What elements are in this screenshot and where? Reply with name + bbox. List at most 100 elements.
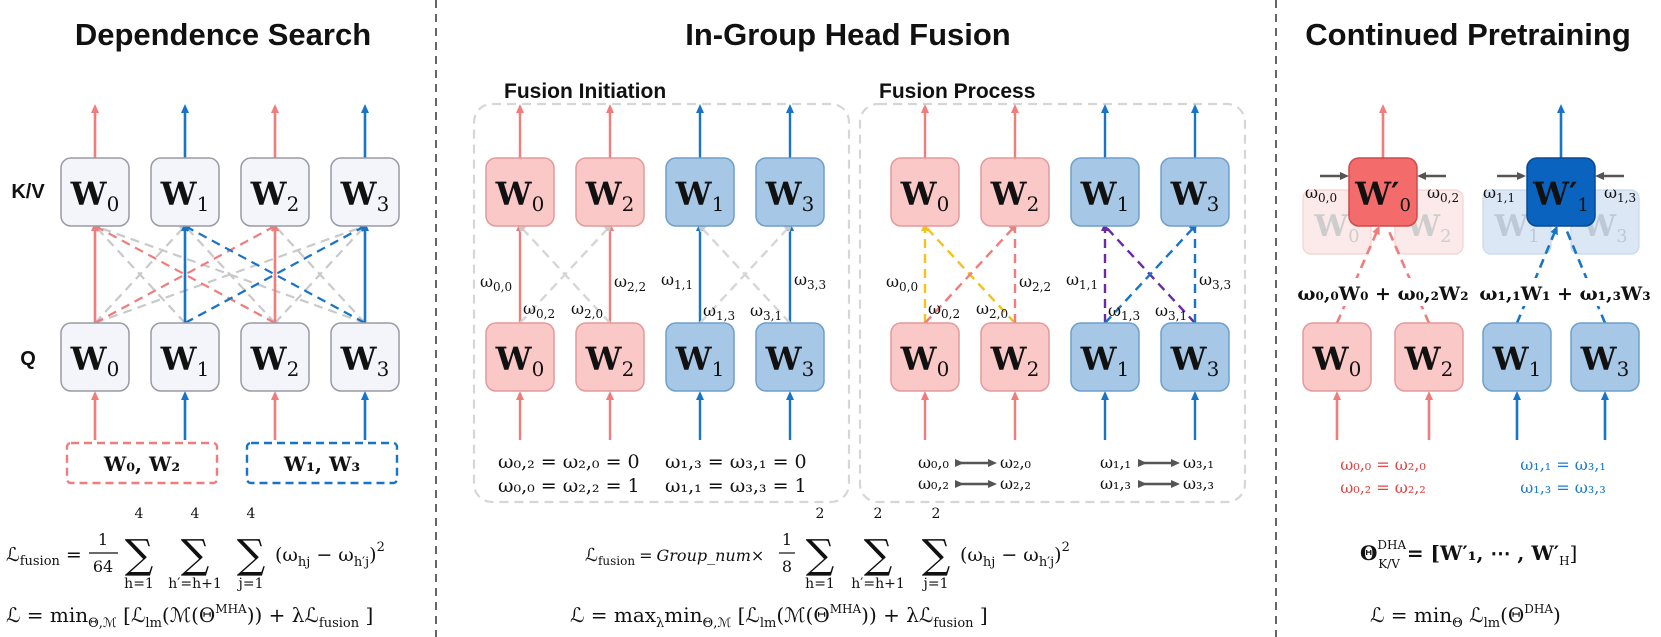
dependence-fusion-loss: ℒfusion= 1 64 4 ∑ h=1 4 ∑ h′=h+1 4 ∑ j=1…	[6, 506, 385, 592]
combo-label-b: ω₁,₁W₁ + ω₁,₃W₃	[1479, 283, 1650, 305]
eq-b1: ω₁,₁ = ω₃,₁	[1520, 455, 1606, 474]
kv-node-1: W1	[150, 157, 220, 227]
dependence-connections	[91, 223, 369, 325]
init-eq-a2: ω₀,₀ = ω₂,₂ = 1	[498, 475, 640, 497]
svg-text:ω₃,₃: ω₃,₃	[1183, 474, 1214, 493]
svg-text:ω1,3: ω1,3	[1108, 301, 1140, 323]
init-bottom-node-w1: W1	[665, 322, 735, 392]
group-box-blue: W₁, W₃	[245, 441, 399, 485]
proc-bottom-node-w3: W3	[1160, 322, 1230, 392]
fused-node-a: W′0	[1348, 157, 1418, 227]
fusion-process-frame	[858, 102, 1247, 504]
svg-text:ω₀,₂: ω₀,₂	[918, 474, 949, 493]
kv-node-3: W3	[330, 157, 400, 227]
svg-text:W2: W2	[250, 340, 300, 381]
svg-text:2: 2	[932, 506, 941, 522]
svg-text:W0: W0	[900, 175, 950, 216]
svg-text:4: 4	[135, 506, 144, 522]
panel-title-dependence: Dependence Search	[75, 17, 371, 52]
side-weight-02: ω0,2	[1427, 183, 1459, 205]
svg-text:∑: ∑	[125, 532, 154, 578]
svg-text:W3: W3	[340, 340, 390, 381]
combo-label-a: ω₀,₀W₀ + ω₀,₂W₂	[1297, 283, 1468, 305]
svg-text:1: 1	[98, 530, 108, 549]
init-top-node-w3: W3	[755, 157, 825, 227]
svg-text:2: 2	[816, 506, 825, 522]
process-connections	[921, 104, 1199, 440]
group-box-pink: W₀, W₂	[65, 441, 219, 485]
svg-text:2: 2	[874, 506, 883, 522]
proc-top-node-w2: W2	[980, 157, 1050, 227]
q-node-2: W2	[240, 322, 310, 392]
svg-text:8: 8	[782, 557, 792, 576]
fusion-loss-formula: ℒfusion=Group_num× 1 8 2 ∑ h=1 2 ∑ h′=h+…	[585, 506, 1070, 592]
svg-text:ω₂,₂: ω₂,₂	[1000, 474, 1031, 493]
panel-title-pretraining: Continued Pretraining	[1305, 17, 1631, 52]
fused-node-b: W′1	[1526, 157, 1596, 227]
svg-text:ω1,1: ω1,1	[661, 270, 693, 292]
fusion-total-loss: ℒ = maxλminΘ,ℳ [ℒlm(ℳ(ΘMHA)) + λℒfusion …	[570, 602, 988, 631]
svg-text:4: 4	[247, 506, 256, 522]
svg-text:ℒfusion=: ℒfusion=	[6, 544, 82, 569]
svg-text:ω₂,₀: ω₂,₀	[1000, 453, 1031, 472]
proc-top-node-w3: W3	[1160, 157, 1230, 227]
svg-text:∑: ∑	[806, 532, 835, 578]
panel-title-fusion: In-Group Head Fusion	[685, 17, 1011, 52]
svg-text:∑: ∑	[237, 532, 266, 578]
proc-bottom-node-w2: W2	[980, 322, 1050, 392]
dependence-total-loss: ℒ = minΘ,ℳ [ℒlm(ℳ(ΘMHA)) + λℒfusion ]	[6, 602, 373, 631]
kv-node-0: W0	[60, 157, 130, 227]
svg-text:ω0,0: ω0,0	[480, 272, 512, 294]
init-top-node-w0: W0	[485, 157, 555, 227]
svg-text:W₁, W₃: W₁, W₃	[283, 452, 360, 476]
pretrain-loss: ℒ = minΘ ℒlm(ΘDHA)	[1370, 602, 1561, 631]
initiation-weight-labels: ω0,0 ω0,2 ω2,0 ω2,2 ω1,1 ω1,3 ω3,1 ω3,3	[480, 270, 826, 323]
proc-top-node-w1: W1	[1070, 157, 1140, 227]
init-eq-b2: ω₁,₁ = ω₃,₃ = 1	[665, 475, 807, 497]
svg-text:∑: ∑	[181, 532, 210, 578]
row-label-kv: K/V	[11, 181, 45, 203]
svg-text:ω0,0: ω0,0	[886, 272, 918, 294]
svg-text:64: 64	[93, 557, 113, 576]
fusion-process-label: Fusion Process	[879, 80, 1035, 103]
proc-top-node-w0: W0	[890, 157, 960, 227]
svg-text:ω2,2: ω2,2	[614, 272, 646, 294]
init-bottom-node-w3: W3	[755, 322, 825, 392]
svg-text:W1: W1	[160, 340, 210, 381]
q-node-1: W1	[150, 322, 220, 392]
init-eq-a1: ω₀,₂ = ω₂,₀ = 0	[498, 451, 640, 473]
svg-text:ω3,1: ω3,1	[750, 301, 782, 323]
init-bottom-node-w0: W0	[485, 322, 555, 392]
svg-text:ω3,3: ω3,3	[1199, 270, 1231, 292]
fusion-initiation-label: Fusion Initiation	[504, 80, 666, 103]
svg-text:4: 4	[191, 506, 200, 522]
svg-text:ω₃,₁: ω₃,₁	[1183, 453, 1214, 472]
svg-text:W3: W3	[765, 340, 815, 381]
svg-text:j=1: j=1	[922, 576, 949, 592]
svg-text:h=1: h=1	[805, 576, 835, 592]
panel-head-fusion: In-Group Head Fusion Fusion Initiation F…	[472, 17, 1247, 631]
eq-b2: ω₁,₃ = ω₃,₃	[1520, 478, 1606, 497]
side-weight-00: ω0,0	[1305, 183, 1337, 205]
side-weight-11: ω1,1	[1483, 183, 1515, 205]
svg-text:ω2,2: ω2,2	[1019, 272, 1051, 294]
svg-text:ω0,2: ω0,2	[523, 299, 555, 321]
svg-text:ω2,0: ω2,0	[976, 299, 1008, 321]
initiation-connections	[516, 104, 794, 440]
svg-text:j=1: j=1	[237, 576, 264, 592]
svg-text:ω1,1: ω1,1	[1066, 270, 1098, 292]
process-exchange-pairs: ω₀,₀ ω₂,₀ ω₀,₂ ω₂,₂ ω₁,₁ ω₃,₁ ω₁,₃ ω₃,₃	[918, 453, 1214, 493]
pre-bottom-node-w0: W0	[1302, 322, 1372, 392]
svg-text:W1: W1	[1080, 175, 1130, 216]
pre-bottom-node-w2: W2	[1394, 322, 1464, 392]
svg-text:W2: W2	[250, 175, 300, 216]
svg-text:ω2,0: ω2,0	[571, 299, 603, 321]
svg-text:W3: W3	[1580, 340, 1630, 381]
svg-text:ω₁,₁: ω₁,₁	[1100, 453, 1131, 472]
svg-text:W₀, W₂: W₀, W₂	[103, 452, 180, 476]
init-bottom-node-w2: W2	[575, 322, 645, 392]
svg-text:W1: W1	[160, 175, 210, 216]
svg-text:W0: W0	[70, 175, 120, 216]
